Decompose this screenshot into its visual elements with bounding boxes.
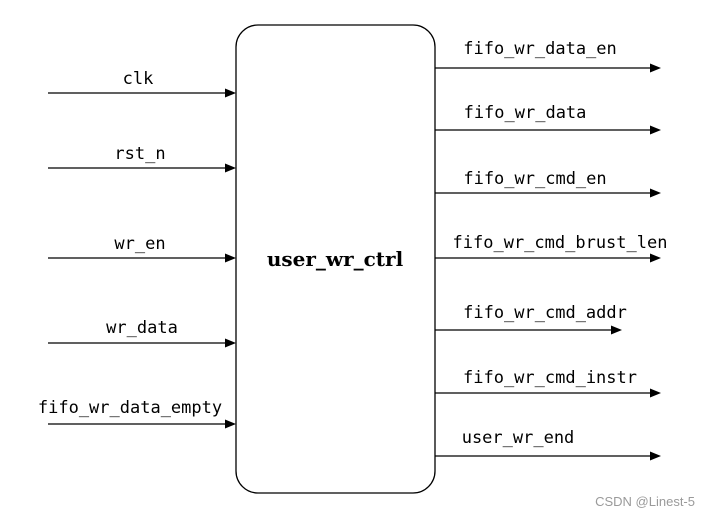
output-port-fifo-wr-cmd-brust-len: fifo_wr_cmd_brust_len <box>435 233 667 263</box>
module-name: user_wr_ctrl <box>267 247 404 271</box>
output-label: fifo_wr_cmd_brust_len <box>453 233 668 253</box>
watermark: CSDN @Linest-5 <box>595 494 695 509</box>
input-port-rst-n: rst_n <box>48 144 236 173</box>
output-label: user_wr_end <box>462 428 575 448</box>
arrow-head-icon <box>225 163 236 173</box>
output-label: fifo_wr_cmd_instr <box>463 368 637 388</box>
arrow-head-icon <box>225 419 236 429</box>
arrow-head-icon <box>650 451 661 461</box>
arrow-head-icon <box>225 88 236 98</box>
output-port-user-wr-end: user_wr_end <box>435 428 661 461</box>
output-port-fifo-wr-cmd-instr: fifo_wr_cmd_instr <box>435 368 661 398</box>
input-port-clk: clk <box>48 69 236 98</box>
input-port-wr-en: wr_en <box>48 234 236 263</box>
arrow-head-icon <box>650 253 661 263</box>
output-label: fifo_wr_data <box>464 103 587 123</box>
arrow-head-icon <box>225 338 236 348</box>
input-port-wr-data: wr_data <box>48 318 236 348</box>
input-port-fifo-wr-data-empty: fifo_wr_data_empty <box>38 398 236 429</box>
input-label: fifo_wr_data_empty <box>38 398 222 418</box>
output-port-fifo-wr-cmd-en: fifo_wr_cmd_en <box>435 169 661 198</box>
output-label: fifo_wr_cmd_addr <box>463 303 627 323</box>
arrow-head-icon <box>650 63 661 73</box>
arrow-head-icon <box>650 125 661 135</box>
module-box <box>235 24 436 494</box>
output-port-fifo-wr-data-en: fifo_wr_data_en <box>435 39 661 73</box>
arrow-head-icon <box>611 325 622 335</box>
input-label: wr_en <box>114 234 165 254</box>
arrow-head-icon <box>650 388 661 398</box>
arrow-head-icon <box>225 253 236 263</box>
arrow-head-icon <box>650 188 661 198</box>
input-label: clk <box>123 69 154 89</box>
input-label: rst_n <box>114 144 165 164</box>
output-label: fifo_wr_data_en <box>463 39 617 59</box>
output-port-fifo-wr-cmd-addr: fifo_wr_cmd_addr <box>435 303 627 335</box>
input-label: wr_data <box>106 318 178 338</box>
output-port-fifo-wr-data: fifo_wr_data <box>435 103 661 135</box>
output-label: fifo_wr_cmd_en <box>463 169 606 189</box>
